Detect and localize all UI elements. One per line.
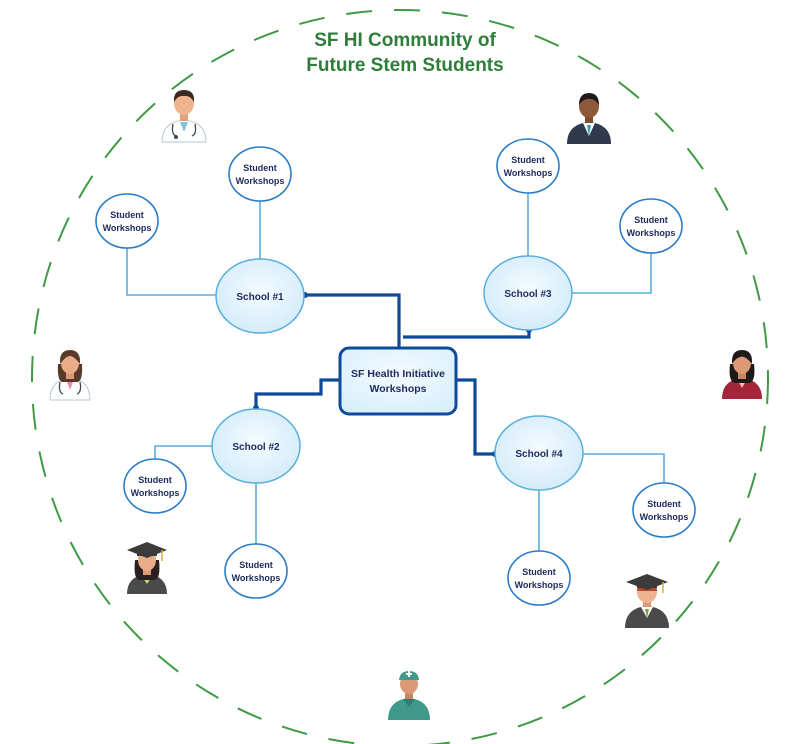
thick-connectors (254, 293, 531, 456)
workshop-node-s1-top: Student Workshops (228, 146, 292, 202)
workshop-label-line-1: Student (647, 499, 681, 509)
graduate-male-icon (625, 574, 669, 628)
workshop-label-line-1: Student (522, 567, 556, 577)
workshop-label-line-1: Student (511, 155, 545, 165)
school-node-3: School #3 (483, 255, 573, 331)
workshop-label-line-2: Workshops (103, 223, 152, 233)
center-node-line-2: Workshops (370, 383, 427, 395)
connector-s2-w-left (154, 445, 212, 464)
thin-connectors (126, 187, 665, 553)
school-node-4: School #4 (494, 415, 584, 491)
school-label-3: School #3 (504, 289, 552, 300)
connector-center-s4 (457, 378, 495, 456)
center-node: SF Health Initiative Workshops (338, 346, 458, 416)
school-node-1: School #1 (215, 258, 305, 334)
title-line-2: Future Stem Students (306, 55, 504, 76)
connector-s1-w-left (126, 244, 216, 296)
school-label-2: School #2 (232, 442, 280, 453)
businessman-icon (567, 93, 611, 144)
doctor-male-icon (161, 90, 207, 143)
doctor-female-icon (49, 350, 91, 401)
title-line-1: SF HI Community of (314, 30, 496, 51)
school-node-2: School #2 (211, 408, 301, 484)
workshop-label-line-2: Workshops (627, 228, 676, 238)
workshop-label-line-2: Workshops (131, 488, 180, 498)
connector-s4-w-right (583, 453, 665, 483)
workshop-node-s1-left: Student Workshops (95, 193, 159, 249)
workshop-label-line-2: Workshops (504, 168, 553, 178)
connector-center-s2 (254, 378, 340, 408)
businesswoman-icon (722, 350, 762, 399)
workshop-label-line-1: Student (243, 163, 277, 173)
workshop-label-line-2: Workshops (232, 573, 281, 583)
connector-center-s1 (305, 293, 401, 348)
diagram-title: SF HI Community of Future Stem Students (270, 28, 540, 78)
workshop-node-s4-right: Student Workshops (632, 482, 696, 538)
center-node-line-1: SF Health Initiative (351, 368, 445, 380)
workshop-label-line-2: Workshops (640, 512, 689, 522)
workshop-label-line-1: Student (110, 210, 144, 220)
nurse-icon (388, 671, 430, 720)
workshop-label-line-2: Workshops (515, 580, 564, 590)
workshop-node-s3-right: Student Workshops (619, 198, 683, 254)
connector-center-s3 (403, 330, 531, 339)
workshop-node-s2-bottom: Student Workshops (224, 543, 288, 599)
workshop-node-s2-left: Student Workshops (123, 458, 187, 514)
workshop-label-line-2: Workshops (236, 176, 285, 186)
graduate-female-icon (127, 542, 167, 594)
school-label-4: School #4 (515, 449, 563, 460)
school-label-1: School #1 (236, 292, 284, 303)
workshop-label-line-1: Student (634, 215, 668, 225)
community-ring (31, 9, 769, 744)
workshop-label-line-1: Student (239, 560, 273, 570)
workshop-node-s4-bottom: Student Workshops (507, 550, 571, 606)
connector-s3-w-right (572, 251, 652, 294)
workshop-node-s3-top: Student Workshops (496, 138, 560, 194)
workshop-label-line-1: Student (138, 475, 172, 485)
